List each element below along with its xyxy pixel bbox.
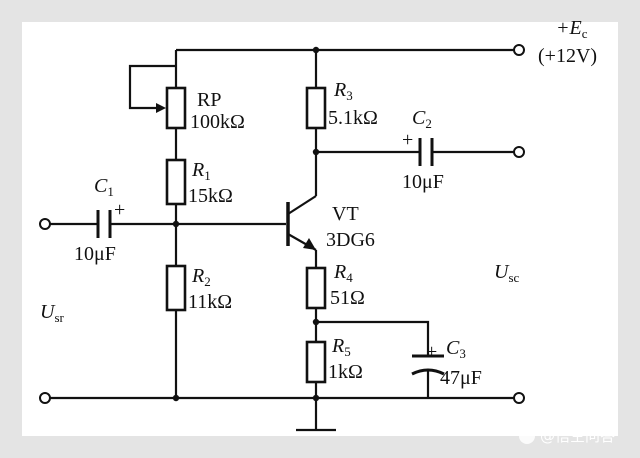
rp-value: 100kΩ: [190, 111, 245, 133]
r3-name: R3: [333, 79, 353, 103]
r5-value: 1kΩ: [328, 361, 363, 383]
junction-collector: [312, 148, 320, 156]
terminal-output: [513, 146, 525, 158]
vt-model: 3DG6: [326, 229, 375, 251]
r2-name: R2: [191, 265, 211, 289]
watermark-text-visible: @悟空问答: [540, 427, 615, 445]
r1-name: R1: [191, 159, 211, 183]
resistor-r3: [305, 86, 327, 130]
c1-value: 10μF: [74, 243, 116, 265]
r2-value: 11kΩ: [188, 291, 232, 313]
vt-name: VT: [332, 203, 359, 225]
wires: [50, 48, 514, 432]
resistors: [156, 86, 327, 384]
junction-ground: [312, 394, 320, 402]
terminal-ground-left: [39, 392, 51, 404]
transistor-vt: [286, 195, 317, 251]
watermark: @悟空问答 @悟空问答: [519, 427, 615, 445]
junction-emitter: [312, 318, 320, 326]
c1-plus: +: [114, 199, 125, 221]
resistor-r2: [165, 264, 187, 312]
supply-label: +Ec: [556, 17, 588, 41]
terminal-supply: [513, 44, 525, 56]
junction-ground-left: [172, 394, 180, 402]
rp-name: RP: [197, 89, 221, 111]
watermark-logo-icon: [519, 428, 535, 444]
r1-value: 15kΩ: [188, 185, 233, 207]
c3-top-wire: [316, 320, 430, 356]
c1-name: C1: [94, 175, 114, 199]
c2-name: C2: [412, 107, 432, 131]
resistor-r4: [305, 266, 327, 310]
junctions: [172, 46, 320, 402]
c3-name: C3: [446, 337, 466, 361]
capacitors: [96, 138, 445, 376]
terminals: [39, 44, 525, 404]
c3-plus: +: [426, 341, 437, 363]
c2-value: 10μF: [402, 171, 444, 193]
labels: +Ec (+12V) RP 100kΩ R1 15kΩ R2 11kΩ R3 5…: [40, 17, 597, 389]
transistor-emitter-arrow-icon: [303, 238, 316, 250]
resistor-rp: [165, 86, 187, 130]
resistor-r1: [165, 158, 187, 206]
transistor-collector-leg: [287, 195, 317, 215]
rp-wiper-loop: [128, 64, 176, 110]
r5-name: R5: [331, 335, 351, 359]
c3-value: 47μF: [440, 367, 482, 389]
c2-plus: +: [402, 129, 413, 151]
input-voltage-label: Usr: [40, 301, 65, 325]
supply-value: (+12V): [538, 45, 597, 67]
r3-value: 5.1kΩ: [328, 107, 378, 129]
capacitor-c3-plate-b: [411, 368, 445, 376]
junction-top: [312, 46, 320, 54]
rp-wiper-arrow-icon: [156, 103, 166, 113]
r4-name: R4: [333, 261, 353, 285]
terminal-input: [39, 218, 51, 230]
resistor-r5: [305, 340, 327, 384]
junction-base: [172, 220, 180, 228]
terminal-ground-right: [513, 392, 525, 404]
output-voltage-label: Usc: [494, 261, 520, 285]
r4-value: 51Ω: [330, 287, 365, 309]
